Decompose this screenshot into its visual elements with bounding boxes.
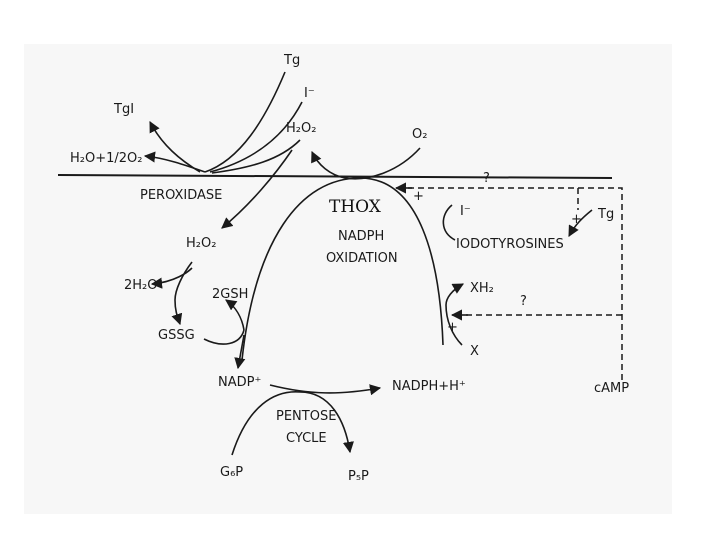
label-iodide-mid: I⁻ [460,204,471,219]
h2o2-to-peroxidase-curve [211,139,301,174]
nadp-to-nadph-arrow [269,384,382,396]
label-question-top: ? [483,171,490,186]
label-peroxidase: PEROXIDASE [140,188,222,203]
gssg-to-nadp-curve [203,329,245,345]
label-g6p: G₆P [220,465,243,480]
label-2gsh: 2GSH [212,287,248,302]
label-oxidation: OXIDATION [326,251,398,266]
x-to-xh2-arrow [445,283,464,346]
camp-vertical-dashed [400,187,623,380]
label-tg-top: Tg [283,53,300,68]
label-question-mid: ? [520,294,527,309]
label-pentose: PENTOSE [276,409,336,424]
label-p5p: P₅P [348,469,369,484]
iodide-to-peroxidase-curve [209,101,303,173]
to-2h2o-arrow [150,267,193,289]
label-h2o2-mid: H₂O₂ [186,236,216,251]
label-tg-right: Tg [597,207,614,222]
label-x: X [470,344,479,359]
label-nadp: NADP⁺ [218,375,261,390]
label-iodotyrosines: IODOTYROSINES [456,237,564,252]
label-2h2o: 2H₂O [124,278,158,293]
nadph-oxidation-arch [241,177,444,361]
label-plus-thox: + [413,189,424,204]
h2o2-down-arrow [221,149,293,229]
label-xh2: XH₂ [470,281,494,296]
diagram-panel [24,44,672,514]
2gsh-feedback-arrow [225,299,245,331]
label-nadph-h: NADPH+H⁺ [392,379,466,394]
peroxidase-to-water-arrow [143,151,206,173]
peroxidase-to-tgi-arrow [149,121,201,173]
tg-to-iodotyrosines-arrow [568,209,593,237]
label-iodide-top: I⁻ [304,86,315,101]
label-plus-x: + [447,320,458,335]
label-h2o2-top: H₂O₂ [286,121,316,136]
label-tgi: TgI [113,102,134,117]
label-o2: O₂ [412,127,427,142]
membrane-line [57,174,613,179]
label-cycle: CYCLE [286,431,327,446]
o2-to-h2o2-arrow [311,147,421,180]
tg-to-peroxidase-curve [204,71,286,173]
label-gssg: GSSG [158,328,195,343]
label-nadph: NADPH [338,229,384,244]
arch-left-arrow-to-nadp [234,334,246,370]
label-water-half-o2: H₂O+1/2O₂ [70,151,142,166]
label-plus-tg: + [571,212,582,227]
label-thox: THOX [329,197,382,217]
pentose-cycle-arrow [231,391,354,456]
iodide-curve-to-iodotyrosines [442,204,456,241]
label-camp: cAMP [594,381,629,396]
